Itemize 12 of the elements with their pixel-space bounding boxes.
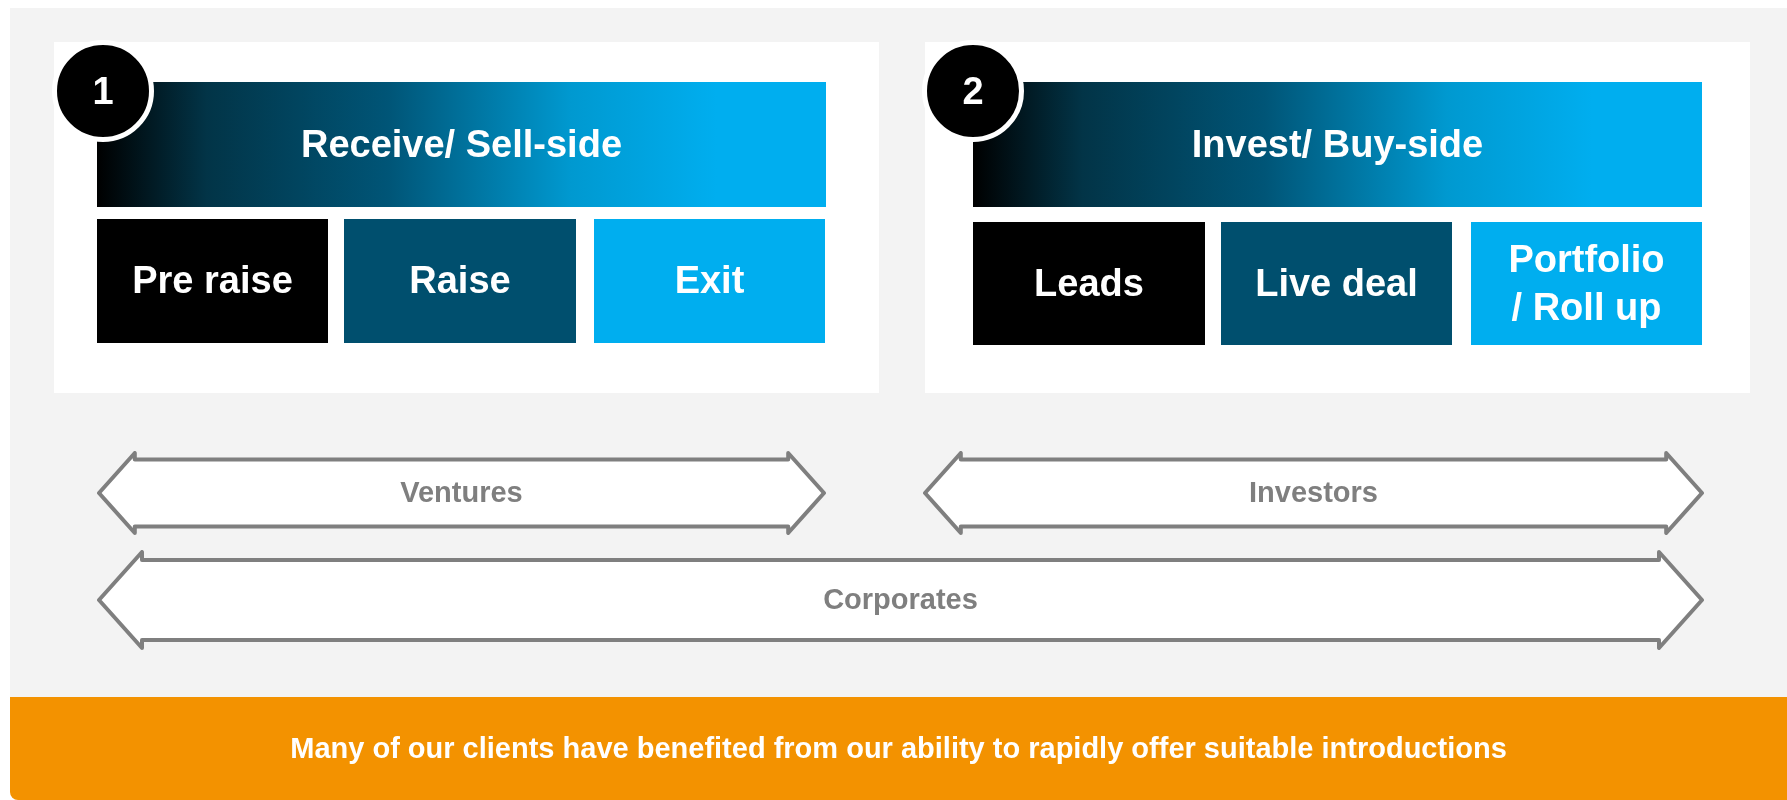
stage-box: Raise <box>344 219 576 343</box>
card-panel <box>54 42 879 393</box>
arrow-label: Corporates <box>823 582 978 618</box>
banner: Many of our clients have benefited from our ability to rapidly offer suitable introductions <box>10 697 1787 800</box>
stage-box: Pre raise <box>97 219 328 343</box>
arrow-label: Ventures <box>400 475 523 511</box>
stage-box: Portfolio / Roll up <box>1471 222 1702 345</box>
stage-box: Exit <box>594 219 825 343</box>
arrow-label: Investors <box>1249 475 1378 511</box>
card-panel <box>925 42 1750 393</box>
stage-box: Leads <box>973 222 1205 345</box>
stage-box: Live deal <box>1221 222 1452 345</box>
